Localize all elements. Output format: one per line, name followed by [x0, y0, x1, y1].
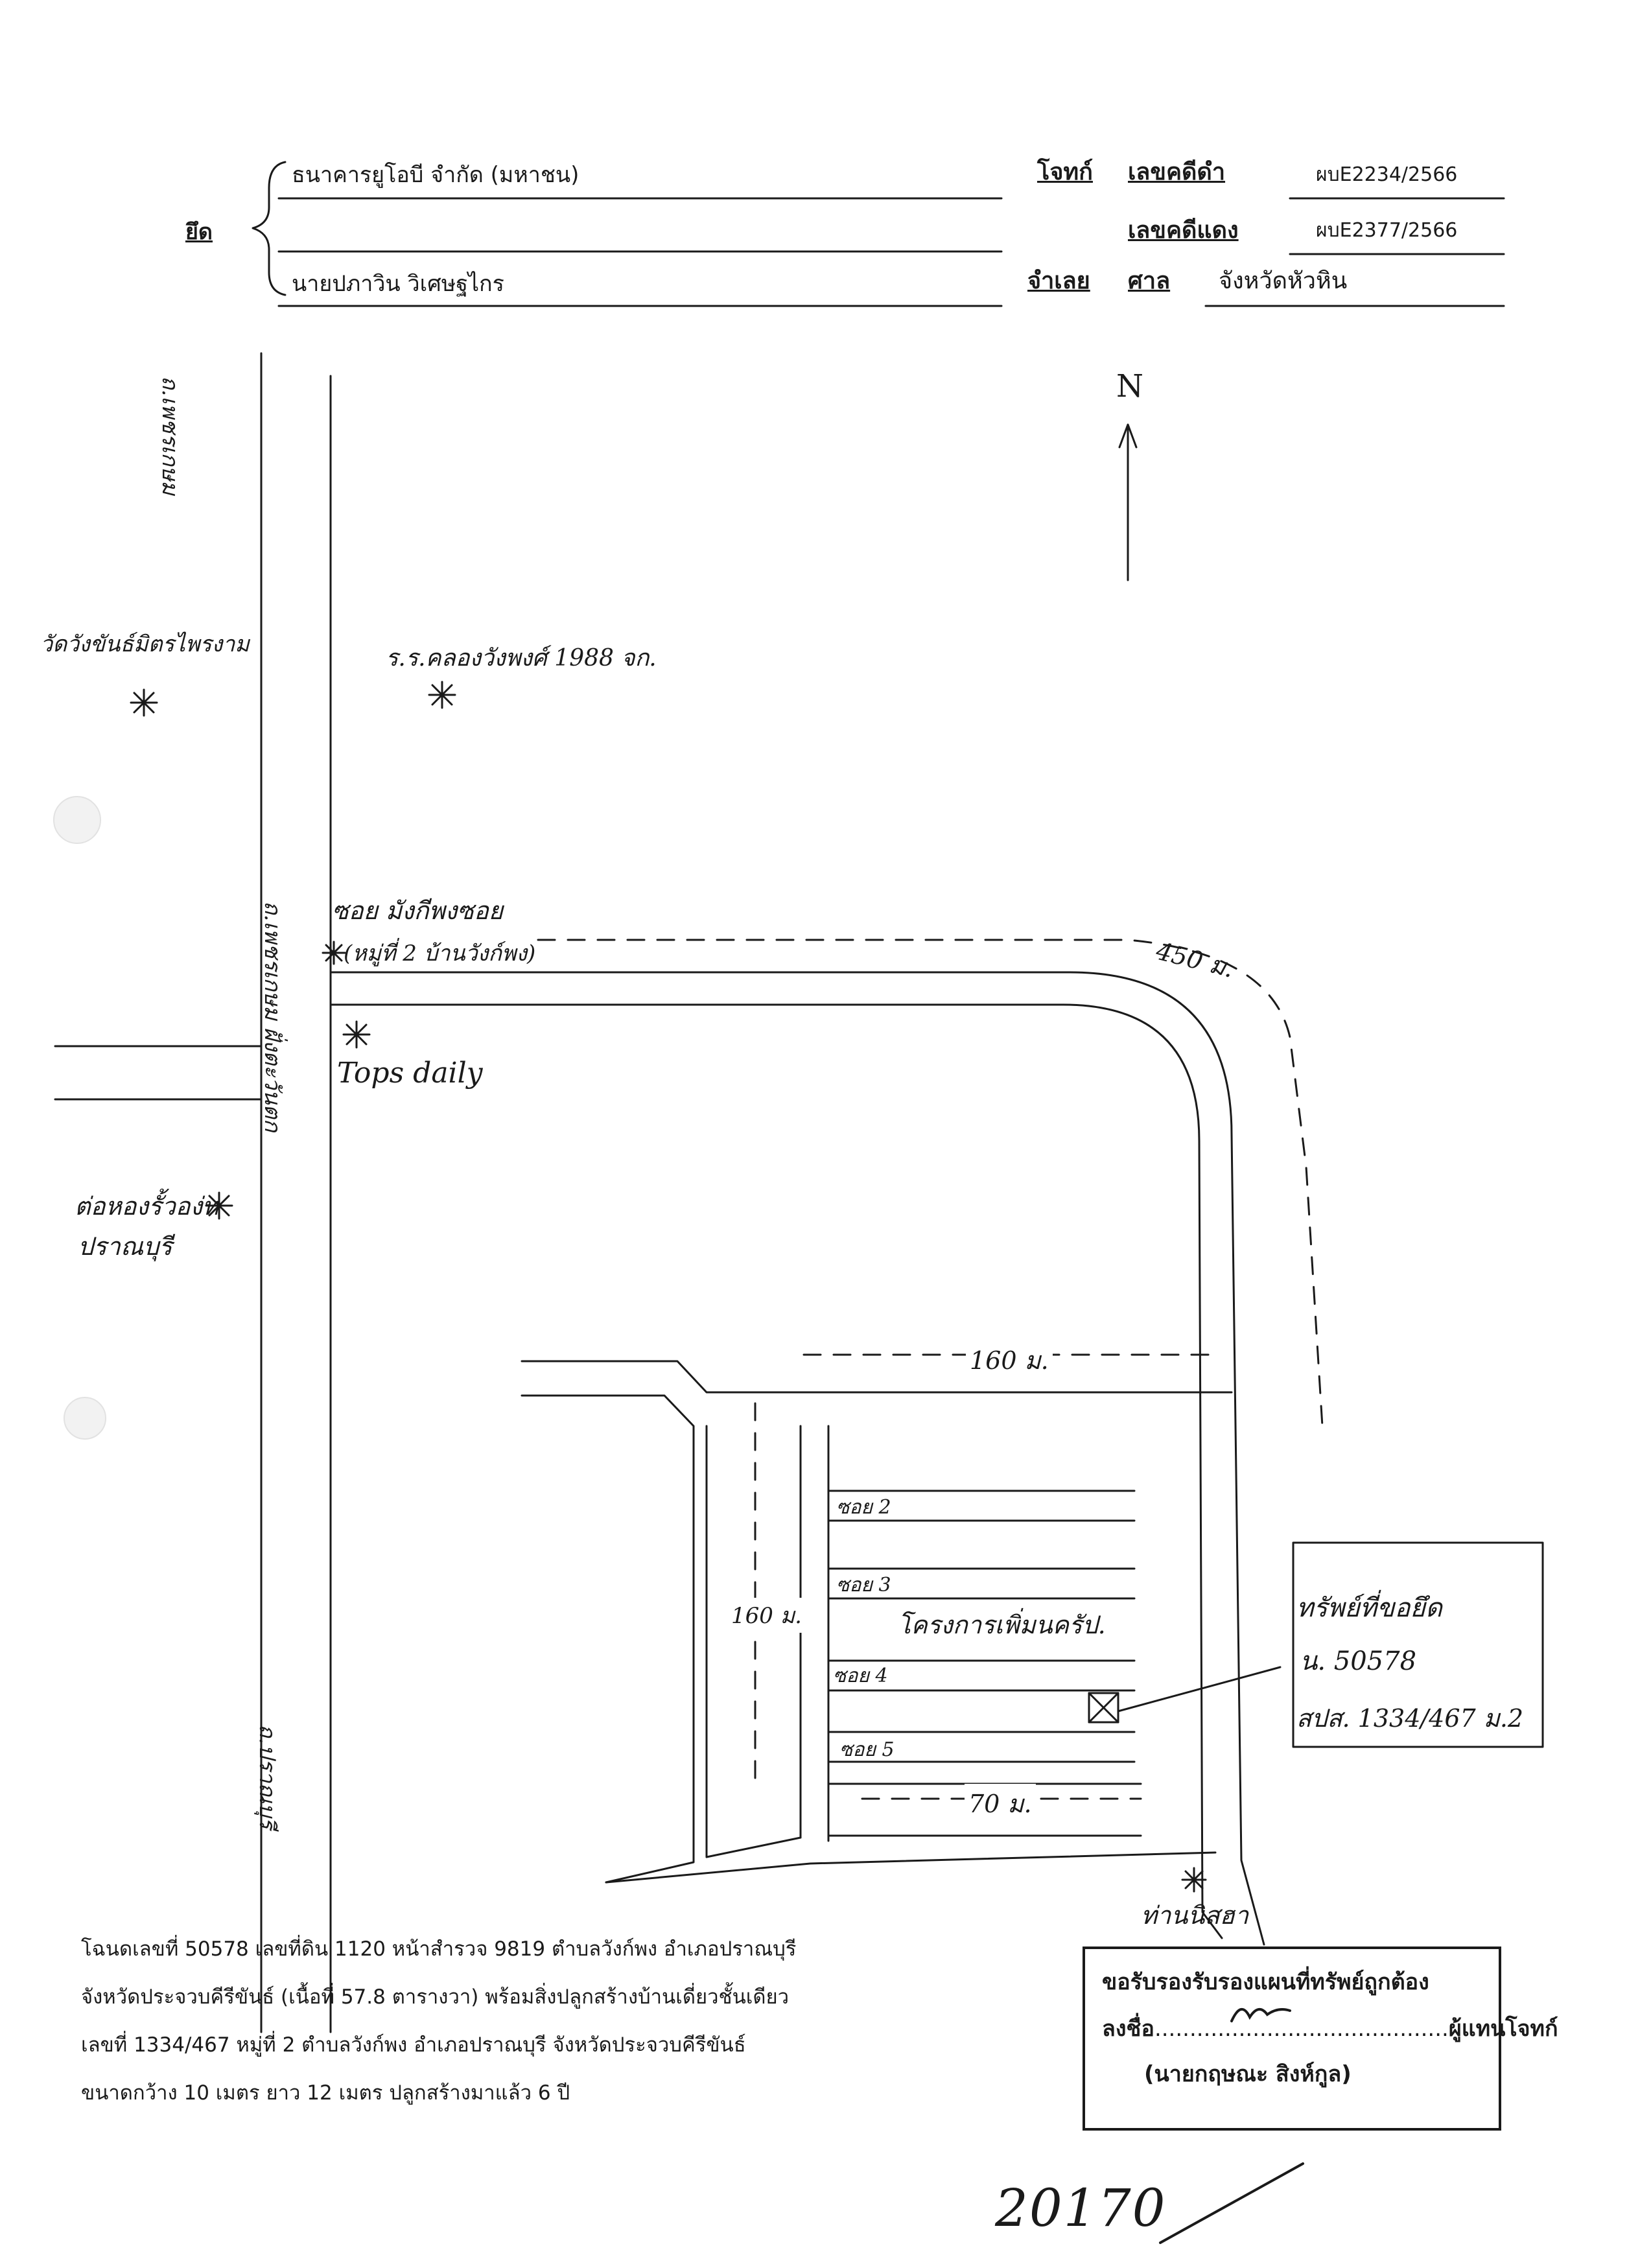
school-marker: [428, 681, 456, 709]
school-label: ร.ร.คลองวังพงศ์ 1988 จก.: [386, 645, 657, 672]
distance-70m: 70 ม.: [965, 1784, 1036, 1823]
property-leader-line: [1117, 1666, 1282, 1713]
signature-prefix: ลงชื่อ: [1102, 2016, 1154, 2042]
signature-dots: ........................................…: [1154, 2016, 1449, 2042]
plaintiff-name: ธนาคารยูโอบี จำกัด (มหาชน): [292, 162, 580, 188]
soi-road-north-edge: [329, 971, 1265, 1946]
soi-road-south-edge: [329, 1003, 1223, 1939]
court-value: จังหวัดหัวหิน: [1219, 268, 1348, 294]
soi-label-line2: (หมู่ที่ 2 บ้านวังก์พง): [344, 941, 536, 966]
signer-name: (นายกฤษณะ สิงห์กูล): [1144, 2061, 1352, 2087]
certification-title: ขอรับรองรับรองแผนที่ทรัพย์ถูกต้อง: [1102, 1969, 1429, 1995]
deed-line-3: เลขที่ 1334/467 หมู่ที่ 2 ตำบลวังก์พง อำ…: [81, 2033, 746, 2057]
deed-line-2: จังหวัดประจวบคีรีขันธ์ (เนื้อที่ 57.8 ตา…: [81, 1985, 790, 2009]
property-marker: [1088, 1692, 1119, 1724]
soi-5-label: ซอย 5: [839, 1738, 895, 1761]
route-450m-dashed: [537, 939, 1324, 1427]
red-case-label: เลขคดีแดง: [1128, 217, 1239, 244]
header-brace: [252, 161, 287, 296]
market-label-line1: ต่อหองรั้วอง่ท: [75, 1192, 219, 1221]
deed-line-4: ขนาดกว้าง 10 เมตร ยาว 12 เมตร ปลูกสร้างม…: [81, 2081, 570, 2105]
plaintiff-role-label: โจทก์: [1037, 159, 1093, 185]
soi-2-label: ซอย 2: [836, 1496, 891, 1519]
project-road-lower-edge: [705, 1836, 802, 1858]
punch-hole-top: [53, 796, 101, 844]
distance-160m-side: 160 ม.: [729, 1598, 804, 1633]
court-label: ศาล: [1128, 268, 1171, 294]
defendant-name: นายปภาวิน วิเศษฐไกร: [292, 271, 504, 297]
red-case-value: ผบE2377/2566: [1316, 219, 1458, 242]
project-label: โครงการเพิ่มนครัป.: [898, 1611, 1106, 1639]
soi-entrance-marker: [322, 941, 346, 965]
north-label: N: [1116, 368, 1143, 404]
page-number: 20170: [995, 2178, 1167, 2238]
soi-3-label: ซอย 3: [836, 1574, 891, 1596]
property-box-line3: สปส. 1334/467 ม.2: [1296, 1704, 1524, 1733]
property-box-line2: น. 50578: [1300, 1646, 1417, 1676]
tops-marker: [342, 1020, 371, 1049]
signature-squiggle: [1230, 2008, 1291, 2022]
temple-label: วัดวังขันธ์มิตรไพรงาม: [40, 631, 250, 657]
bottom-landmark-label: ท่านนิสฮา: [1141, 1901, 1249, 1930]
page-number-slash: [1159, 2162, 1304, 2244]
left-road-bottom-label: ถ.ปราณบุรี: [254, 1724, 280, 1829]
distance-160m-top: 160 ม.: [966, 1340, 1053, 1380]
certification-box-outline: [1083, 1947, 1501, 2131]
market-label-line2: ปราณบุรี: [78, 1232, 172, 1261]
seizure-label-fragment: ยึด: [185, 219, 213, 245]
property-box-line1: ทรัพย์ที่ขอยึด: [1296, 1593, 1442, 1623]
bottom-landmark-marker: [1181, 1867, 1207, 1893]
punch-hole-bottom: [64, 1397, 106, 1440]
temple-marker: [130, 688, 158, 717]
left-road-mid-label: ถ.เพชรเกษม ฝั่งตะวันตก: [259, 901, 285, 1132]
project-road-north-edge: [521, 1360, 1233, 1394]
property-box-outline: [1292, 1541, 1544, 1748]
signature-line: ลงชื่อ..................................…: [1102, 2011, 1558, 2046]
black-case-value: ผบE2234/2566: [1316, 163, 1458, 186]
project-road-south-edge: [521, 1394, 695, 1884]
tops-daily-label: Tops daily: [337, 1057, 483, 1090]
soi-4-label: ซอย 4: [833, 1665, 888, 1687]
left-road-top-label: ถ.เพชรเกษม: [157, 376, 183, 495]
soi-label-line1: ซอย มังกีพงซอย: [332, 896, 504, 925]
market-marker: [205, 1191, 233, 1220]
defendant-role-label: จำเลย: [1027, 268, 1090, 294]
black-case-label: เลขคดีดำ: [1128, 159, 1226, 185]
signature-role: ผู้แทนโจทก์: [1448, 2016, 1558, 2042]
project-road-lower-far: [605, 1851, 1217, 1884]
north-arrow-head: [1118, 423, 1138, 449]
deed-line-1: โฉนดเลขที่ 50578 เลขที่ดิน 1120 หน้าสำรว…: [81, 1937, 797, 1961]
